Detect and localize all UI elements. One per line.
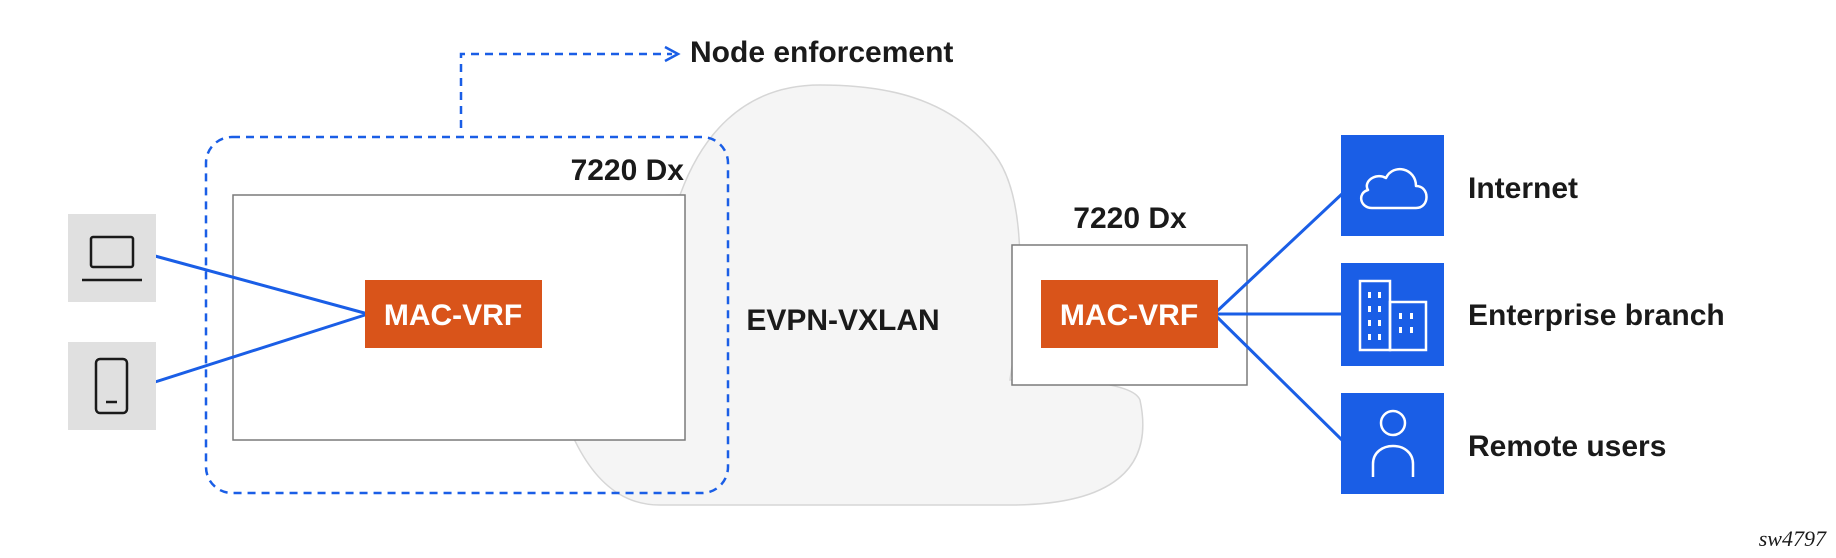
right-node-label: 7220 Dx (1073, 202, 1187, 235)
enforcement-label: Node enforcement (690, 36, 953, 69)
cloud-label: EVPN-VXLAN (746, 304, 939, 337)
remote-users-label: Remote users (1468, 430, 1666, 463)
left-mac-vrf-box (365, 280, 542, 348)
right-mac-vrf-label: MAC-VRF (1060, 299, 1198, 332)
user-icon (1341, 393, 1444, 494)
laptop-icon (68, 214, 156, 302)
right-mac-vrf-box (1041, 280, 1218, 348)
internet-link (1212, 191, 1345, 316)
phone-link (154, 312, 369, 384)
cloud-icon (1341, 135, 1444, 236)
internet-label: Internet (1468, 172, 1578, 205)
phone-icon (68, 342, 156, 430)
left-mac-vrf-label: MAC-VRF (384, 299, 522, 332)
figure-id: sw4797 (1759, 526, 1827, 551)
enterprise-branch-label: Enterprise branch (1468, 299, 1725, 332)
left-node-label: 7220 Dx (571, 154, 685, 187)
enforcement-boundary (204, 135, 730, 495)
building-icon (1341, 263, 1444, 366)
remote-users-link (1212, 312, 1345, 443)
laptop-link (154, 254, 369, 316)
enforcement-arrowhead (664, 45, 681, 63)
enforcement-connector (459, 52, 672, 128)
